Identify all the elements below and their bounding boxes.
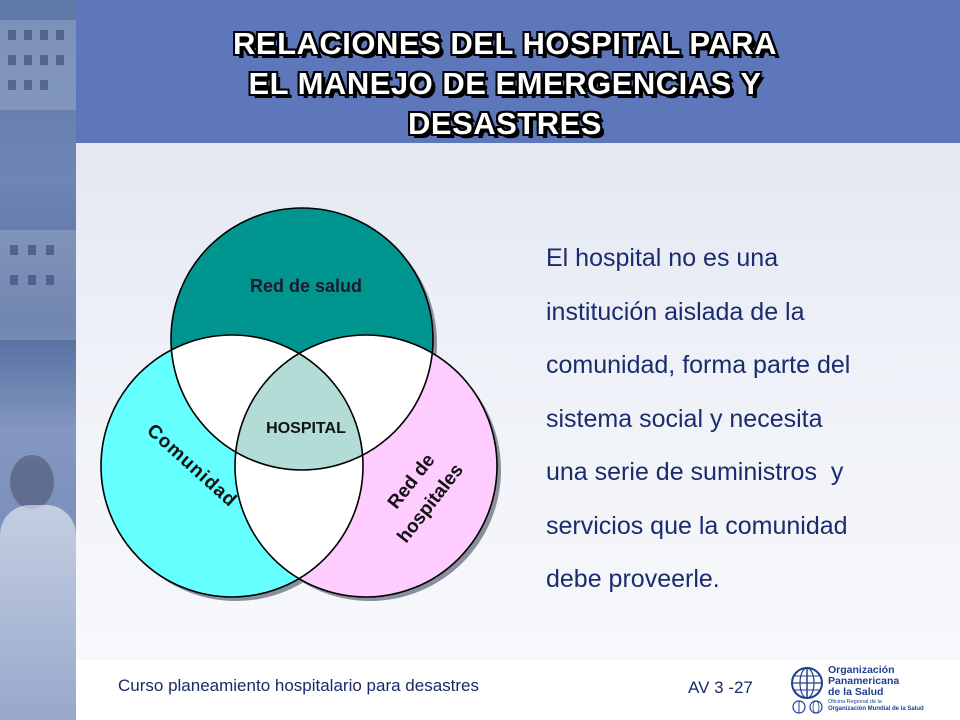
outline-top bbox=[170, 207, 434, 471]
header-band bbox=[76, 0, 960, 143]
logo-line-1: Organización bbox=[828, 664, 895, 676]
title-line-1: RELACIONES DEL HOSPITAL PARA bbox=[233, 26, 777, 61]
nurse-photo-head bbox=[10, 455, 54, 509]
logo-line-2: Panamericana bbox=[828, 675, 900, 687]
body-paragraph: El hospital no es una institución aislad… bbox=[546, 232, 946, 607]
venn-diagram: Red de salud HOSPITAL Comunidad Red de h… bbox=[100, 207, 501, 601]
title-line-2: EL MANEJO DE EMERGENCIAS Y bbox=[248, 66, 762, 101]
body-line-2: institución aislada de la bbox=[546, 297, 805, 326]
footer-slide-code: AV 3 -27 bbox=[688, 678, 753, 697]
logo-sub-1: Oficina Regional de la bbox=[828, 699, 882, 705]
slide-title: RELACIONES DEL HOSPITAL PARA EL MANEJO D… bbox=[120, 24, 890, 144]
logo-line-3: de la Salud bbox=[828, 686, 884, 698]
globe-emblem-icon bbox=[791, 667, 823, 699]
who-emblem-icon bbox=[792, 700, 806, 714]
outline-left bbox=[100, 334, 364, 598]
venn-label-red-de-salud: Red de salud bbox=[250, 276, 362, 296]
nurse-photo-body bbox=[0, 505, 76, 720]
title-line-3: DESASTRES bbox=[408, 106, 602, 141]
footer-course-name: Curso planeamiento hospitalario para des… bbox=[118, 676, 479, 695]
paho-logo: Organización Panamericana de la Salud Of… bbox=[790, 662, 950, 714]
body-line-7: debe proveerle. bbox=[546, 565, 720, 593]
logo-sub-2: Organización Mundial de la Salud bbox=[828, 706, 924, 712]
body-line-3: comunidad, forma parte del bbox=[546, 351, 851, 379]
venn-label-hospital: HOSPITAL bbox=[266, 420, 346, 437]
overlap-center bbox=[235, 335, 363, 470]
body-line-4: sistema social y necesita bbox=[546, 404, 823, 433]
body-line-5: una serie de suministros y bbox=[546, 458, 844, 486]
body-line-6: servicios que la comunidad bbox=[546, 511, 848, 540]
who-emblem-2-icon bbox=[809, 700, 823, 714]
decorative-photo-strip bbox=[0, 0, 76, 720]
outline-right bbox=[234, 334, 498, 598]
body-line-1: El hospital no es una bbox=[546, 244, 779, 272]
